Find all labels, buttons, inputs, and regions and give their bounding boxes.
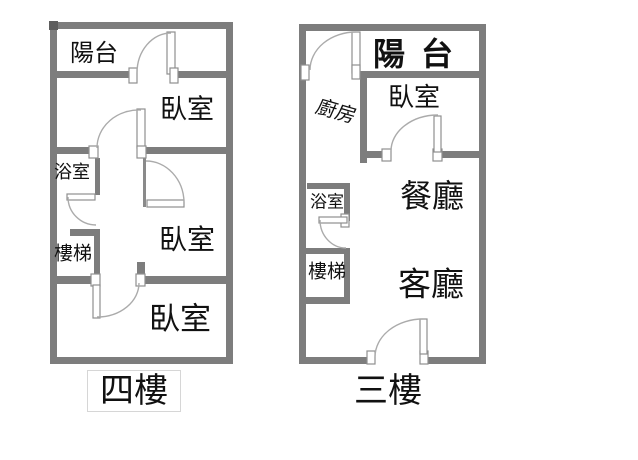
doors bbox=[66, 31, 185, 319]
room-label-3f-dining-room: 餐廳 bbox=[399, 178, 465, 214]
floor-label-4f: 四樓 bbox=[87, 370, 181, 412]
room-label-3f-stairs: 樓梯 bbox=[307, 261, 347, 283]
room-label-4f-balcony: 陽台 bbox=[70, 40, 118, 67]
walls bbox=[49, 21, 233, 364]
room-label-4f-bedroom-middle: 臥室 bbox=[158, 224, 216, 255]
walls bbox=[299, 24, 486, 364]
wall-corner-marker bbox=[49, 21, 58, 30]
room-label-3f-balcony: 陽台 bbox=[372, 36, 470, 72]
room-label-3f-living-room: 客廳 bbox=[398, 265, 464, 303]
floor-label-3f: 三樓 bbox=[354, 372, 422, 410]
room-label-4f-bedroom-top: 臥室 bbox=[160, 94, 214, 125]
floorplan-3f bbox=[299, 24, 486, 365]
room-label-4f-bathroom: 浴室 bbox=[54, 162, 90, 182]
room-label-3f-bathroom: 浴室 bbox=[310, 192, 344, 212]
room-label-4f-stairs: 樓梯 bbox=[53, 243, 93, 265]
floorplan-4f bbox=[49, 21, 233, 364]
doors bbox=[300, 31, 443, 365]
room-label-3f-bedroom: 臥室 bbox=[387, 82, 441, 112]
room-label-4f-bedroom-bottom: 臥室 bbox=[149, 301, 211, 337]
